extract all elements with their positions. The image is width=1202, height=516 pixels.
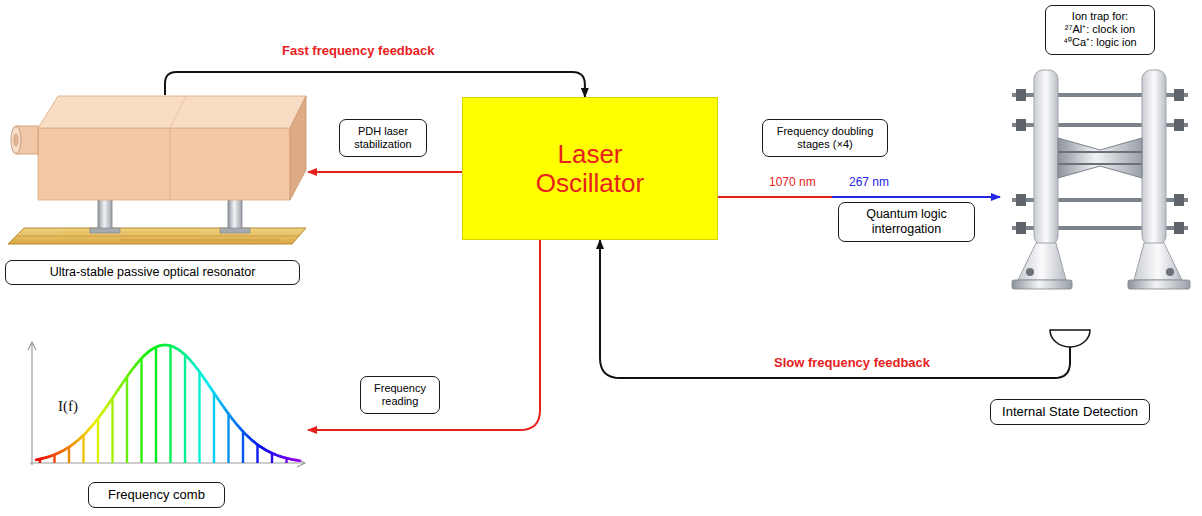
detector-figure: Internal State Detection [990,328,1150,428]
comb-tooth [97,418,99,463]
comb-tooth [53,455,55,463]
axis-label: I(f) [58,398,78,415]
comb-tooth [213,393,215,463]
label-box: Frequency doubling stages (×4) [762,119,888,157]
node-text: Frequency comb [108,487,205,503]
comb-tooth [155,347,157,463]
gaussian-envelope [298,459,300,462]
comb-tooth [126,377,128,463]
ion-trap-illustration [1012,70,1190,289]
label-box: Frequency reading [360,376,440,414]
comb-tooth [227,414,229,463]
comb-tooth [271,453,273,463]
ion-trap-figure: Ion trap for:²⁷Al⁺: clock ion⁴⁰Ca⁺: logi… [1000,5,1198,292]
node-text: Ion trap for: [1072,10,1128,23]
comb-tooth [68,447,70,463]
connector-arrow [165,72,585,97]
label-box: PDH laser stabilization [339,119,427,157]
node-text: PDH laser stabilization [347,125,419,151]
resonator-figure: Ultra-stable passive optical resonator [5,95,308,288]
connector-arrow [308,240,540,430]
node-text: Frequency doubling stages (×4) [770,125,880,151]
node-text: Frequency reading [369,382,431,408]
caption-box: Internal State Detection [990,399,1150,425]
caption-box: Ultra-stable passive optical resonator [5,260,300,285]
node-text: Quantum logic interrogation [859,207,954,237]
node-text: ²⁷Al⁺: clock ion [1065,23,1135,36]
comb-tooth [198,372,200,463]
connector-arrow [308,171,462,173]
wavelength-label: 267 nm [849,175,889,189]
node-text: Laser Oscillator [515,140,665,197]
label-box: Quantum logic interrogation [838,202,975,242]
comb-tooth [82,435,84,463]
connector-arrow [718,196,1000,198]
node-text: ⁴⁰Ca⁺: logic ion [1063,36,1136,49]
comb-tooth [111,398,113,463]
caption-box: Frequency comb [88,482,225,508]
axis-arrow [297,459,305,467]
wavelength-label: 1070 nm [769,175,816,189]
node-text: Ultra-stable passive optical resonator [50,265,256,280]
comb-tooth [169,346,171,463]
axis-line [30,462,304,463]
laser-box: Laser Oscillator [462,97,718,240]
axis-arrow [28,342,36,350]
edge-label: Slow frequency feedback [774,355,930,370]
comb-tooth [256,445,258,463]
caption-box: Ion trap for:²⁷Al⁺: clock ion⁴⁰Ca⁺: logi… [1045,5,1155,55]
detector-illustration [1050,330,1090,347]
edge-label: Fast frequency feedback [282,43,434,58]
axis-line [31,343,32,465]
node-text: Internal State Detection [1002,404,1138,420]
connector-arrow [600,240,1070,378]
frequency-comb-chart: Frequency comb [25,340,308,510]
comb-spectrum [28,342,305,467]
resonator-illustration [8,96,306,244]
comb-tooth [242,431,244,463]
comb-tooth [39,459,41,463]
comb-tooth [140,358,142,463]
comb-tooth [184,355,186,463]
